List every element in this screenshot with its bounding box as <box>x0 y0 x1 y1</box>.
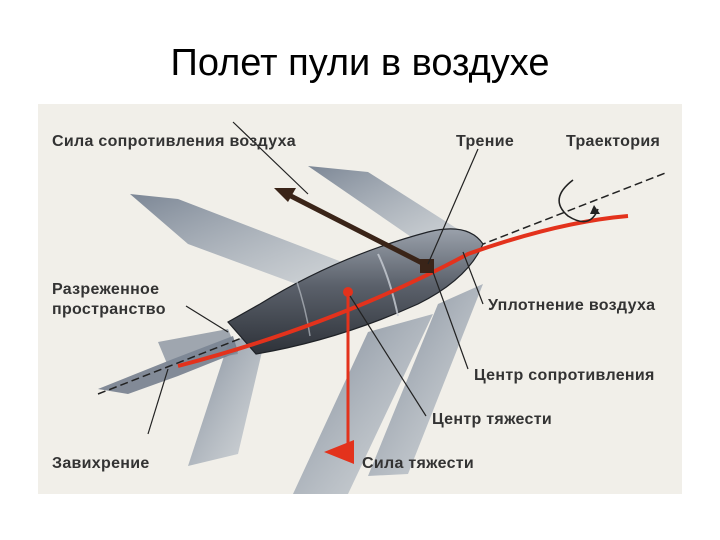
leader-center-gravity <box>349 295 427 417</box>
leader-rarefied <box>185 305 229 333</box>
label-air-compression: Уплотнение воздуха <box>488 297 655 314</box>
air-resistance-arrow <box>281 189 430 269</box>
label-rarefied-line2: пространство <box>52 301 166 318</box>
bow-shockwave-upper <box>130 194 368 292</box>
leader-vortex <box>147 368 169 435</box>
rotation-arrow-icon <box>558 179 599 223</box>
label-center-gravity: Центр тяжести <box>432 411 552 428</box>
label-air-resistance: Сила сопротивления воздуха <box>52 133 296 150</box>
leader-air-resistance <box>232 121 309 195</box>
label-gravity: Сила тяжести <box>362 455 474 472</box>
bullet-band <box>377 253 399 317</box>
label-friction: Трение <box>456 133 514 150</box>
rotation-arrowhead <box>590 205 600 214</box>
bullet-flight-diagram: Сила сопротивления воздуха Трение Траект… <box>38 104 682 494</box>
label-vortex: Завихрение <box>52 455 150 472</box>
trajectory-curve <box>177 214 629 368</box>
bullet-band-2 <box>295 278 311 337</box>
label-rarefied-line1: Разреженное <box>52 281 159 298</box>
leader-friction <box>427 148 479 265</box>
label-trajectory: Траектория <box>566 133 660 150</box>
leader-compression <box>462 251 484 305</box>
label-center-resistance: Центр сопротивления <box>474 367 655 384</box>
leader-center-resistance <box>432 271 469 370</box>
air-resistance-arrowhead <box>274 188 296 202</box>
bow-shockwave-lower <box>188 326 268 466</box>
center-resistance-marker <box>420 259 434 273</box>
slide-title: Полет пули в воздухе <box>170 42 550 84</box>
